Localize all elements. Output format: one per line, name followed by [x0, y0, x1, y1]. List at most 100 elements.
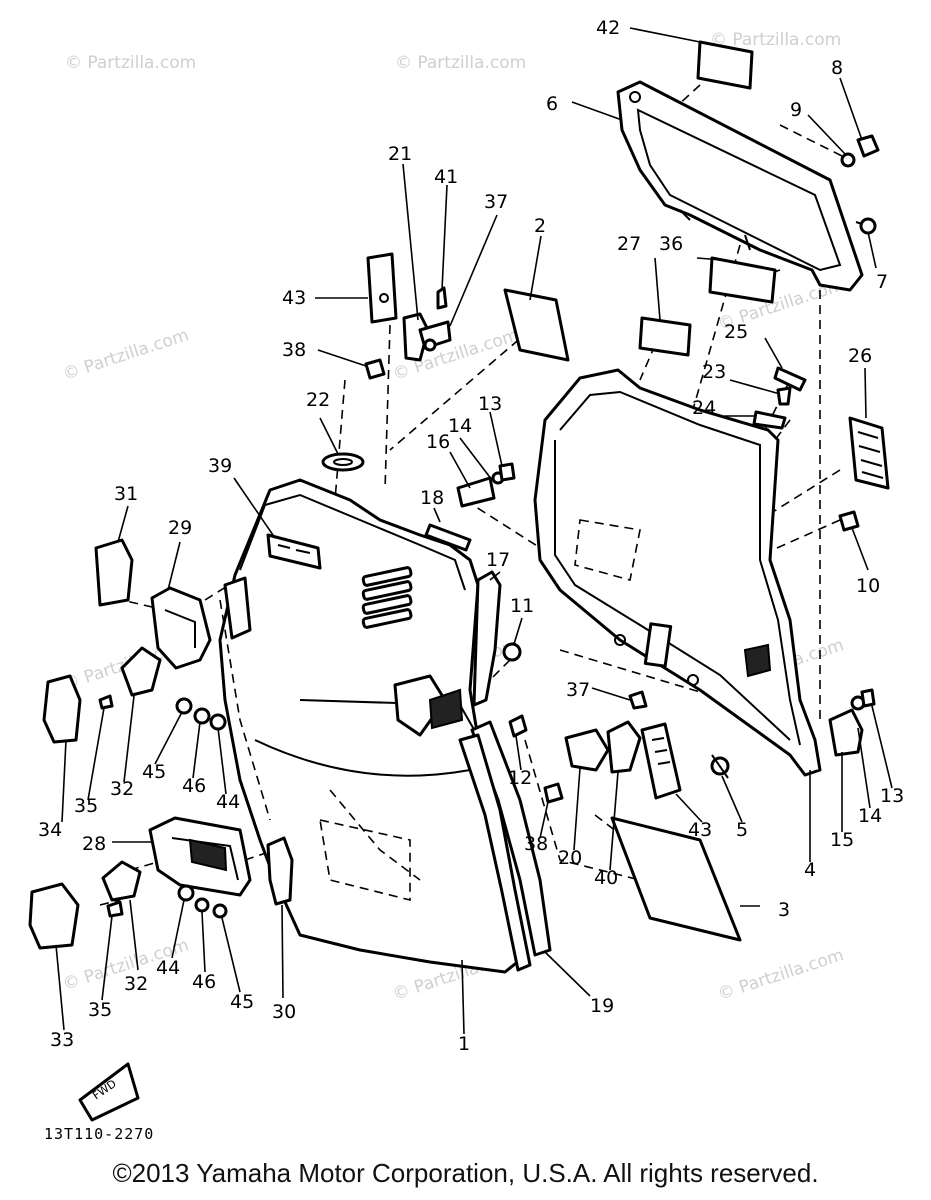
- callout-4: 4: [804, 859, 816, 881]
- leader-lines: [55, 27, 893, 1035]
- callout-24: 24: [692, 397, 716, 419]
- part-43-latch-plate-lower: [640, 722, 682, 800]
- callout-45: 45: [142, 761, 166, 783]
- callout-13: 13: [478, 393, 502, 415]
- copyright-notice: ©2013 Yamaha Motor Corporation, U.S.A. A…: [112, 1158, 819, 1188]
- part-7-screw: [855, 217, 877, 235]
- callout-21: 21: [388, 143, 412, 165]
- part-15-hinge: [828, 688, 876, 757]
- vent-slots: [361, 566, 413, 629]
- callout-1: 1: [458, 1033, 470, 1055]
- part-3-panel: [610, 816, 742, 942]
- part-34-cover: [42, 674, 82, 744]
- callout-41: 41: [434, 166, 458, 188]
- watermark-text: © Partzilla.com: [715, 945, 846, 1005]
- part-18-strip: [424, 523, 472, 552]
- part-19-seal-strip: [458, 733, 532, 972]
- callout-32: 32: [124, 973, 148, 995]
- callout-29: 29: [168, 517, 192, 539]
- callout-17: 17: [486, 549, 510, 571]
- part-38-screw-upper: [364, 358, 386, 380]
- part-43-latch-plate-upper: [366, 252, 398, 324]
- callout-32: 32: [110, 778, 134, 800]
- watermark-text: © Partzilla.com: [60, 325, 191, 385]
- part-35-screw-lower: [106, 900, 124, 918]
- callout-20: 20: [558, 847, 582, 869]
- callout-2: 2: [534, 215, 546, 237]
- callout-13: 13: [880, 785, 904, 807]
- part-16-hinge: [456, 462, 516, 508]
- watermark-text: © Partzilla.com: [395, 53, 526, 73]
- part-37-screw-lower: [628, 690, 648, 710]
- part-4-rear-panel: [533, 368, 822, 777]
- parts-44-46-45-lower: [177, 884, 228, 919]
- part-32-clip-lower: [101, 860, 142, 902]
- callout-31: 31: [114, 483, 138, 505]
- part-22-grommet: [321, 452, 365, 472]
- callout-44: 44: [156, 957, 180, 979]
- callout-7: 7: [876, 271, 888, 293]
- callout-38: 38: [524, 833, 548, 855]
- callout-45: 45: [230, 991, 254, 1013]
- callout-26: 26: [848, 345, 872, 367]
- part-32-clip-upper: [120, 646, 162, 697]
- part-21-latch-bracket: [402, 286, 452, 362]
- callout-12: 12: [508, 767, 532, 789]
- callout-40: 40: [594, 867, 618, 889]
- part-20-latch: [564, 728, 610, 772]
- callout-22: 22: [306, 389, 330, 411]
- part-31-bracket: [94, 538, 134, 607]
- part-33-cover: [28, 882, 80, 950]
- part-11-nut: [502, 642, 522, 662]
- callout-33: 33: [50, 1029, 74, 1051]
- part-1-front-body: [218, 478, 522, 974]
- callout-14: 14: [858, 805, 882, 827]
- part-10-fastener: [838, 510, 860, 532]
- callout-10: 10: [856, 575, 880, 597]
- part-38-screw-lower: [543, 782, 564, 804]
- callout-35: 35: [74, 795, 98, 817]
- callout-38: 38: [282, 339, 306, 361]
- callout-19: 19: [590, 995, 614, 1017]
- part-39-emblem: [266, 533, 322, 570]
- callout-36: 36: [659, 233, 683, 255]
- part-24-clip: [752, 410, 787, 430]
- callout-3: 3: [778, 899, 790, 921]
- callout-16: 16: [426, 431, 450, 453]
- part-5-nut: [710, 754, 730, 779]
- callout-15: 15: [830, 829, 854, 851]
- part-42-label: [696, 40, 754, 90]
- fwd-arrow-icon: FWD: [78, 1062, 140, 1122]
- callout-37: 37: [484, 191, 508, 213]
- callout-18: 18: [420, 487, 444, 509]
- callout-11: 11: [510, 595, 534, 617]
- part-26-pad: [848, 416, 890, 490]
- callout-numbers: 42 6 8 9 7 21 41 37 2 27 36 43 38 25 26 …: [38, 17, 904, 1055]
- callout-6: 6: [546, 93, 558, 115]
- callout-42: 42: [596, 17, 620, 39]
- watermark-text: © Partzilla.com: [710, 30, 841, 50]
- part-35-screw-upper: [98, 694, 114, 710]
- part-8-screw: [840, 134, 880, 168]
- callout-39: 39: [208, 455, 232, 477]
- callout-43: 43: [282, 287, 306, 309]
- part-40-bracket: [606, 720, 642, 774]
- callout-34: 34: [38, 819, 62, 841]
- part-27-label: [638, 316, 692, 357]
- part-29-lock-housing: [150, 576, 252, 670]
- part-28-handle-bezel: [148, 816, 252, 897]
- callout-5: 5: [736, 819, 748, 841]
- callout-35: 35: [88, 999, 112, 1021]
- watermark-text: © Partzilla.com: [65, 53, 196, 73]
- parts-44-46-45-upper: [175, 697, 227, 731]
- callout-43: 43: [688, 819, 712, 841]
- callout-14: 14: [448, 415, 472, 437]
- callout-27: 27: [617, 233, 641, 255]
- callout-46: 46: [192, 971, 216, 993]
- callout-46: 46: [182, 775, 206, 797]
- callout-37: 37: [566, 679, 590, 701]
- part-36-label: [708, 256, 777, 304]
- part-2-plate: [503, 288, 570, 362]
- callout-28: 28: [82, 833, 106, 855]
